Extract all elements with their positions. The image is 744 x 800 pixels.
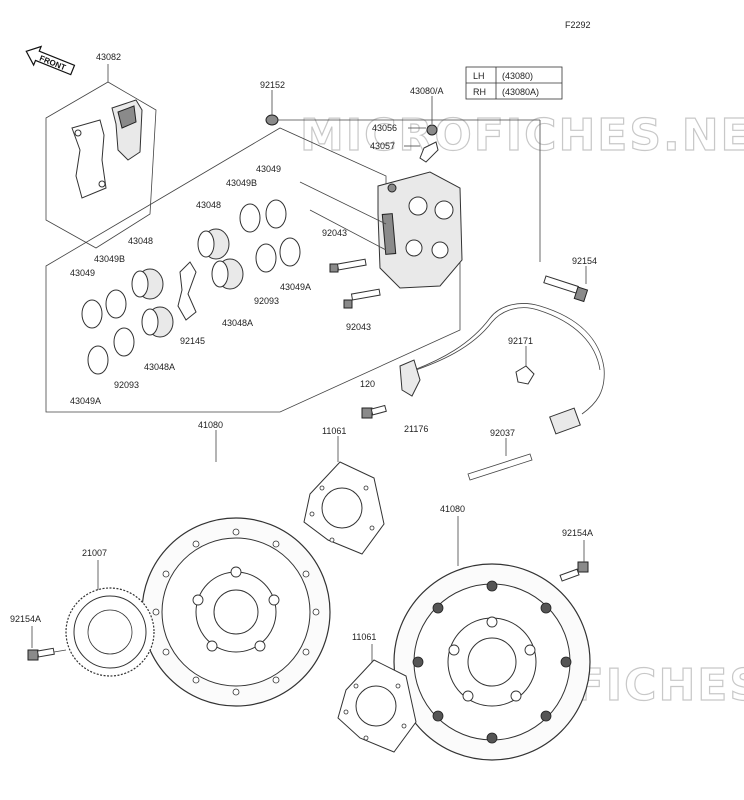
label-43049b-top: 43049B — [226, 178, 257, 188]
label-43049-left: 43049 — [70, 268, 95, 278]
label-43049a-left: 43049A — [70, 396, 101, 406]
bracket-wire — [467, 453, 533, 481]
seal-rings — [81, 199, 301, 375]
table-part-rh: (43080A) — [502, 87, 539, 97]
disc-bolt-right — [559, 561, 589, 582]
sensor-screw — [361, 404, 387, 419]
bleeder-cap — [265, 114, 279, 126]
side-table: LH (43080) RH (43080A) — [465, 66, 563, 100]
front-arrow-icon: FRONT — [25, 45, 76, 76]
label-11061-bottom: 11061 — [352, 632, 376, 642]
shim-bottom — [337, 659, 417, 753]
label-43048-top: 43048 — [196, 200, 221, 210]
label-41080-right: 41080 — [440, 504, 465, 514]
label-21007: 21007 — [82, 548, 107, 558]
label-43049-top: 43049 — [256, 164, 281, 174]
sensor-cable — [413, 303, 605, 415]
label-43080-a: 43080/A — [410, 86, 444, 96]
label-120: 120 — [360, 379, 375, 389]
label-92154: 92154 — [572, 256, 597, 266]
label-43048-mid: 43048 — [128, 236, 153, 246]
brake-disc-right — [393, 563, 591, 761]
pistons — [131, 228, 244, 338]
shim-top — [303, 461, 385, 555]
label-43049a-right: 43049A — [280, 282, 311, 292]
label-92043-upper: 92043 — [322, 228, 347, 238]
label-43056: 43056 — [372, 123, 397, 133]
label-43049b-left: 43049B — [94, 254, 125, 264]
cable-clamp — [515, 365, 535, 385]
caliper-mount-bolt — [543, 275, 589, 303]
sensor-rotor-ring — [65, 587, 155, 677]
table-side-rh: RH — [473, 87, 486, 97]
pad-spring — [177, 261, 197, 321]
label-43048a-left: 43048A — [144, 362, 175, 372]
table-side-lh: LH — [473, 71, 485, 81]
sensor-connector — [549, 407, 581, 435]
label-92037: 92037 — [490, 428, 515, 438]
label-21176: 21176 — [404, 424, 428, 434]
label-92154a-left: 92154A — [10, 614, 41, 624]
label-11061-top: 11061 — [322, 426, 346, 436]
label-92093-right: 92093 — [254, 296, 279, 306]
bleeder-valve — [426, 124, 438, 136]
label-92145: 92145 — [180, 336, 205, 346]
label-43057: 43057 — [370, 141, 395, 151]
label-92171: 92171 — [508, 336, 533, 346]
pad-pin-bolts — [329, 258, 381, 309]
label-43082: 43082 — [96, 52, 121, 62]
brake-disc-left — [141, 517, 331, 707]
part-number-labels: 43082 92152 43080/A 43056 43057 43049B 4… — [10, 52, 597, 642]
label-92154a-right: 92154A — [562, 528, 593, 538]
brake-pad-group — [45, 64, 157, 249]
wheel-speed-sensor — [399, 359, 421, 397]
pad-plate — [419, 141, 439, 163]
label-92043-lower: 92043 — [346, 322, 371, 332]
label-92152: 92152 — [260, 80, 285, 90]
watermark-top: MICROFICHES.NET — [300, 110, 744, 161]
label-43048a-right: 43048A — [222, 318, 253, 328]
table-part-lh: (43080) — [502, 71, 533, 81]
figure-code: F2292 — [565, 20, 591, 30]
label-92093-left: 92093 — [114, 380, 139, 390]
label-41080-left: 41080 — [198, 420, 223, 430]
disc-bolt-left — [27, 647, 55, 661]
caliper-body — [377, 171, 463, 289]
